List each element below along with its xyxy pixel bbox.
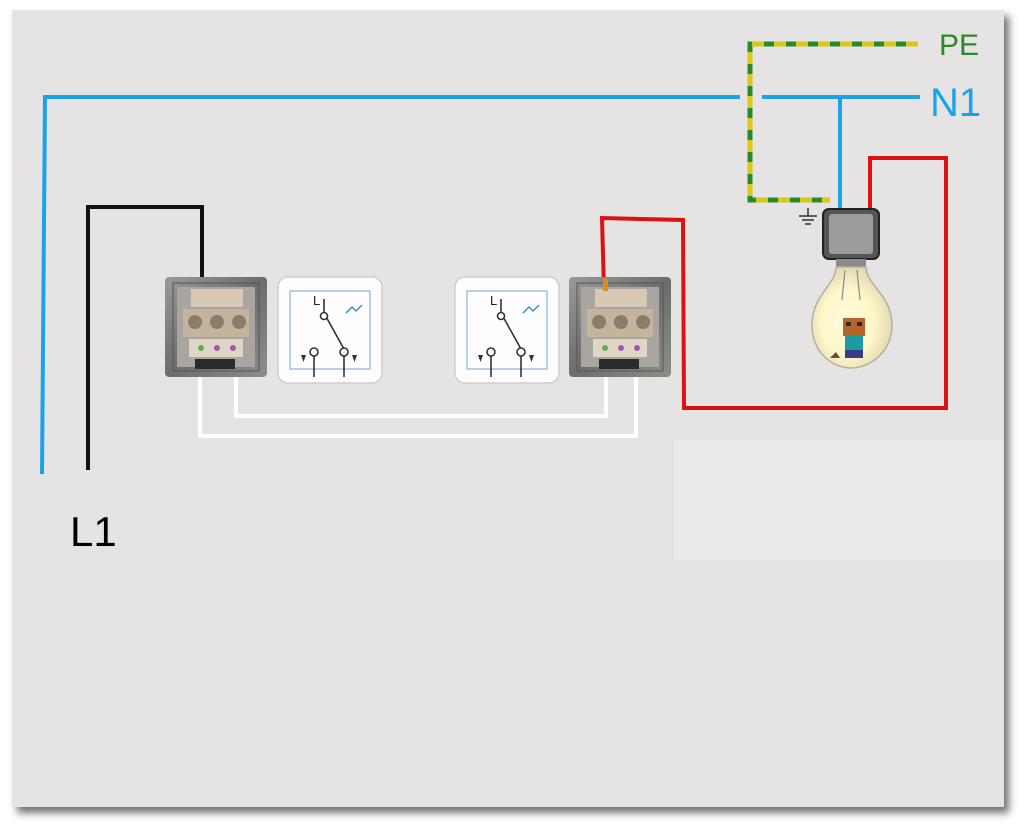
live-wire — [86, 205, 204, 470]
l1-label: L1 — [70, 508, 117, 555]
two-way-switch-symbol-icon — [454, 276, 560, 384]
switch-mechanism-icon — [165, 277, 267, 377]
neutral-wire — [40, 95, 920, 475]
two-way-switch-symbol-icon — [277, 276, 383, 384]
pe-label: PE — [939, 29, 979, 62]
light-bulb-icon — [811, 208, 893, 369]
light-patch — [674, 440, 1002, 560]
left-symbol-label: L — [313, 293, 320, 308]
right-symbol-label: L — [490, 293, 497, 308]
orange-terminal — [603, 279, 608, 291]
switched-live-wire — [599, 156, 948, 410]
traveler-wires — [198, 358, 638, 438]
ground-icon — [799, 208, 817, 225]
n1-label: N1 — [930, 81, 981, 125]
pe-wire — [747, 41, 918, 203]
switch-mechanism-icon — [569, 277, 671, 377]
